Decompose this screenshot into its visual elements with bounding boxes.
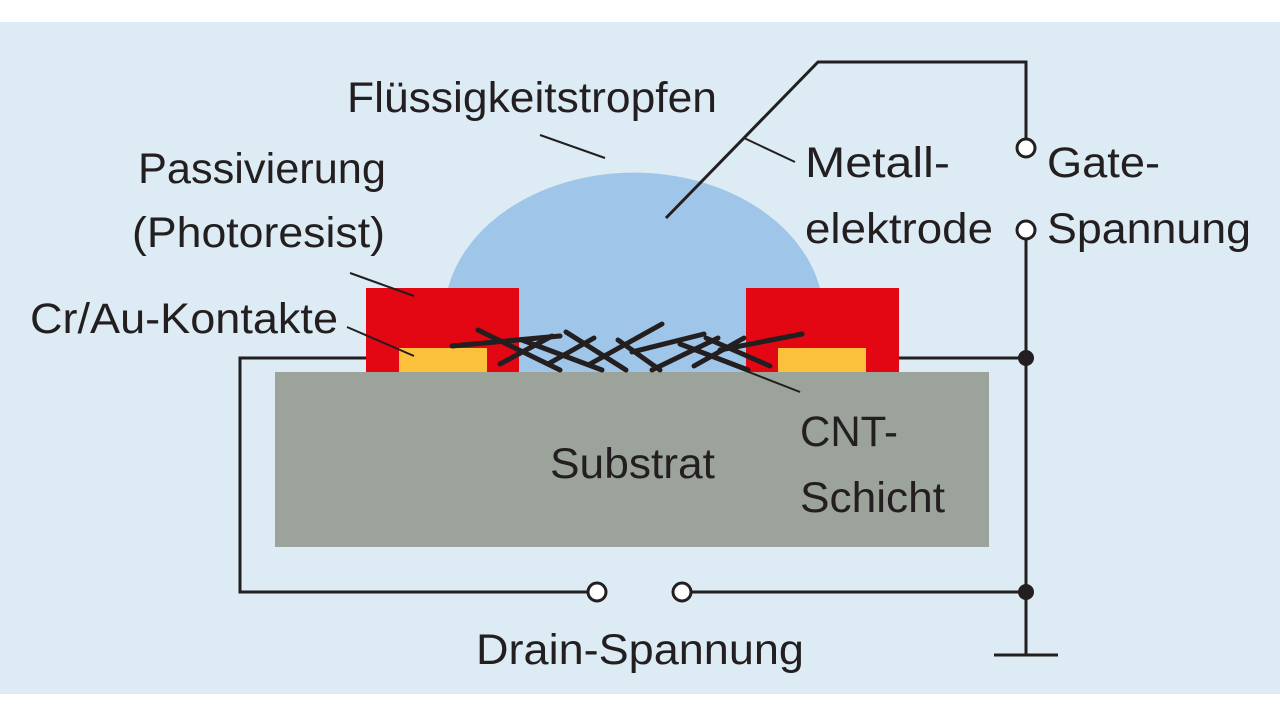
gate-terminal-top [1015, 137, 1037, 159]
liquid-droplet [448, 172, 820, 372]
label-droplet: Flüssigkeitstropfen [347, 74, 717, 122]
gate-terminal-bottom [1015, 219, 1037, 241]
label-gate-line1: Gate- [1047, 139, 1160, 187]
junction-dot-upper [1018, 350, 1034, 366]
label-gate-line2: Spannung [1047, 205, 1251, 253]
label-substrate: Substrat [550, 440, 715, 488]
contact-right [778, 348, 866, 372]
label-cnt-line1: CNT- [800, 408, 898, 456]
label-metal-line1: Metall- [805, 139, 950, 187]
label-cnt-line2: Schicht [800, 474, 945, 522]
drain-terminal-left [586, 581, 608, 603]
label-passivation-line2: (Photoresist) [132, 209, 385, 257]
junction-dot-lower [1018, 584, 1034, 600]
drain-terminal-right [671, 581, 693, 603]
leader-lines [346, 134, 801, 393]
label-contacts: Cr/Au-Kontakte [30, 295, 338, 343]
label-passivation-line1: Passivierung [138, 145, 386, 193]
label-metal-line2: elektrode [805, 205, 993, 253]
cnt-network [449, 321, 805, 373]
substrate-block [275, 372, 989, 547]
label-drain: Drain-Spannung [476, 626, 804, 674]
contact-left [399, 348, 487, 372]
